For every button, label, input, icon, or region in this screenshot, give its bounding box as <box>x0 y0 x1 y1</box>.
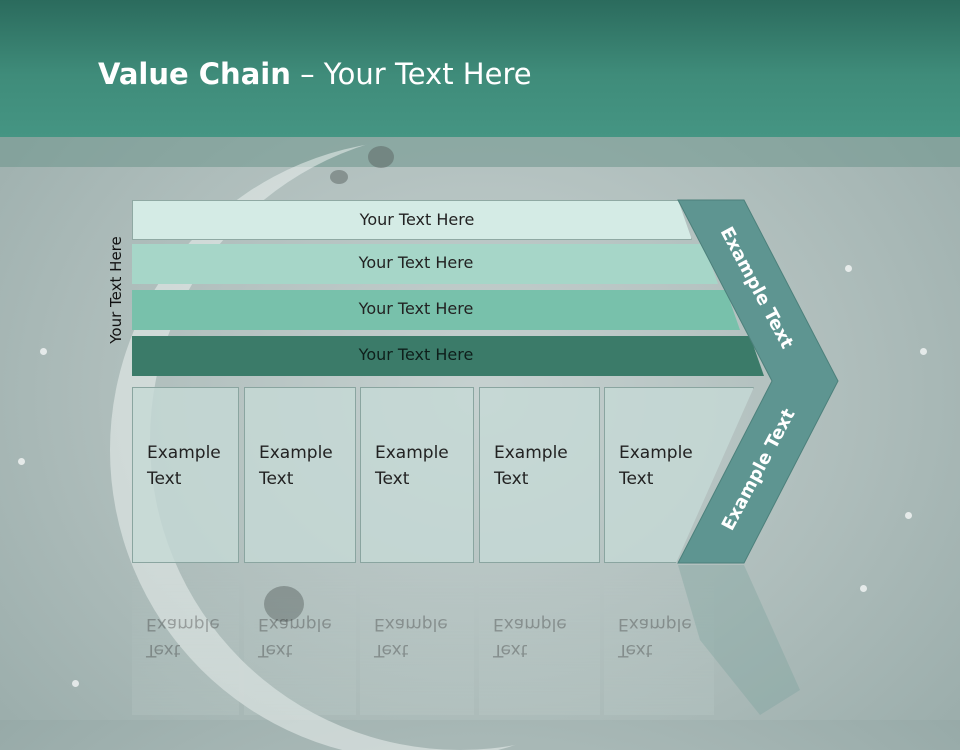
chain-row-1: Your Text Here <box>132 200 692 240</box>
row-label: Your Text Here <box>359 210 475 229</box>
reflection-line: Text <box>146 640 181 660</box>
reflection-line: Example <box>258 614 332 634</box>
row-label: Your Text Here <box>358 345 474 364</box>
vertical-label: Your Text Here <box>107 236 125 344</box>
snow-dot <box>860 585 867 592</box>
snow-dot <box>40 348 47 355</box>
chain-row-2: Your Text Here <box>132 244 718 284</box>
chain-row-4: Your Text Here <box>132 336 764 376</box>
snow-dot <box>72 680 79 687</box>
chevron-label-top: Example Text <box>715 223 798 353</box>
title-bar <box>0 0 960 137</box>
reflection-line: Example <box>146 614 220 634</box>
crater-decoration <box>264 586 304 622</box>
title-bold: Value Chain <box>98 57 291 91</box>
chain-row-3: Your Text Here <box>132 290 740 330</box>
cell-line: Example <box>147 443 221 463</box>
cell-line: Text <box>259 469 294 489</box>
reflection-line: Text <box>493 640 528 660</box>
cell-line: Text <box>375 469 410 489</box>
cell-line: Example <box>259 443 333 463</box>
reflection-line: Text <box>374 640 409 660</box>
header-strip <box>0 137 960 167</box>
reflection-cell-4: Text Example <box>479 565 600 715</box>
cell-line: Example <box>375 443 449 463</box>
crater-decoration <box>330 170 348 184</box>
cell-line: Text <box>619 469 654 489</box>
snow-dot <box>845 265 852 272</box>
row-label: Your Text Here <box>358 253 474 272</box>
cell-line: Text <box>147 469 182 489</box>
reflection-line: Example <box>618 614 692 634</box>
cell-line: Text <box>494 469 529 489</box>
snow-dot <box>905 512 912 519</box>
slide-title: Value Chain – Your Text Here <box>98 52 532 96</box>
cell-line: Example <box>619 443 693 463</box>
reflection-line: Example <box>493 614 567 634</box>
reflection-line: Text <box>258 640 293 660</box>
snow-dot <box>18 458 25 465</box>
cell-line: Example <box>494 443 568 463</box>
reflection-line: Text <box>618 640 653 660</box>
title-rest: – Your Text Here <box>290 57 532 91</box>
reflection-line: Example <box>374 614 448 634</box>
row-label: Your Text Here <box>358 299 474 318</box>
reflection-cell-2: Text Example <box>244 565 356 715</box>
reflection-cell-1: Text Example <box>132 565 239 715</box>
crater-decoration <box>368 146 394 168</box>
reflection-cell-5: Text Example <box>604 565 714 715</box>
reflection-cell-3: Text Example <box>360 565 474 715</box>
snow-dot <box>920 348 927 355</box>
